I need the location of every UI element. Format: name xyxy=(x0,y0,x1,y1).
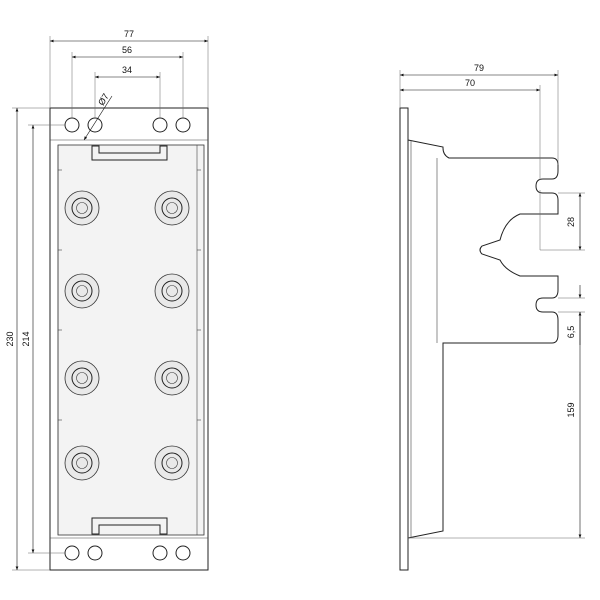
mount-hole xyxy=(175,545,191,561)
top-clip xyxy=(91,145,168,161)
terminal xyxy=(154,360,190,396)
dim-hole-pitch-inner: 34 xyxy=(122,65,132,75)
dim-hole-pitch-outer: 56 xyxy=(122,45,132,55)
terminal xyxy=(154,273,190,309)
side-body-profile xyxy=(407,139,559,539)
dim-slot-width: 6,5 xyxy=(566,326,576,339)
mount-hole xyxy=(175,117,191,133)
dim-height-overall: 230 xyxy=(5,331,15,346)
terminal xyxy=(154,190,190,226)
side-back-plate xyxy=(399,107,409,571)
dim-hole-diameter: Ø7 xyxy=(96,92,111,107)
mount-hole xyxy=(64,117,80,133)
terminal xyxy=(64,190,100,226)
front-view: 77 56 34 Ø7 230 214 xyxy=(5,29,209,571)
terminal xyxy=(154,445,190,481)
dim-width-overall: 77 xyxy=(124,29,134,39)
side-view: 79 70 28 6,5 159 xyxy=(399,63,585,571)
mount-hole xyxy=(152,117,168,133)
dim-depth-to-slot: 70 xyxy=(465,78,475,88)
terminal xyxy=(64,445,100,481)
mount-hole xyxy=(87,545,103,561)
bottom-clip xyxy=(91,517,168,535)
dim-height-hole-pitch: 214 xyxy=(21,331,31,346)
dim-slot-spacing: 28 xyxy=(566,217,576,227)
terminal xyxy=(64,273,100,309)
dim-slot-height: 159 xyxy=(566,402,576,417)
dim-depth-overall: 79 xyxy=(474,63,484,73)
front-plate-outline xyxy=(49,107,209,571)
mount-hole xyxy=(64,545,80,561)
mount-hole xyxy=(152,545,168,561)
terminal xyxy=(64,360,100,396)
